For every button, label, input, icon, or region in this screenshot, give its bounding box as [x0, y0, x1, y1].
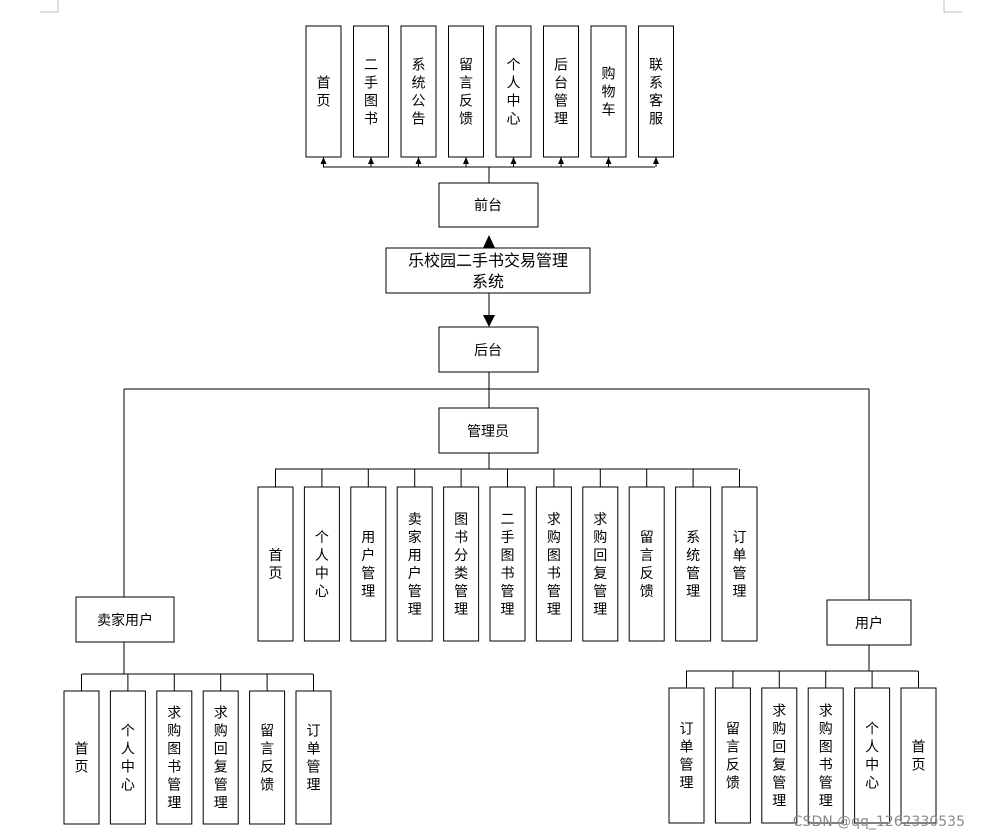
- user-item-label: 订单管理: [680, 722, 694, 792]
- user-item-box: [900, 687, 937, 824]
- frontend-item-label: 购物车: [602, 67, 616, 119]
- frontend-item-label: 留言反馈: [459, 58, 473, 128]
- frontend-items: 首页 二手图书 系统公告 留言反馈 个人中心 后台管理 购物车 联系客服: [305, 25, 674, 167]
- admin-item-box: [257, 486, 294, 642]
- admin-item-label: 卖家用户管理: [408, 512, 422, 618]
- admin-item-label: 首页: [269, 548, 283, 582]
- system-title-line1: 乐校园二手书交易管理: [408, 251, 568, 270]
- arrow-up-to-frontend-icon: [483, 235, 495, 248]
- system-title-line2: 系统: [472, 272, 504, 291]
- admin-item-label: 用户管理: [361, 530, 375, 600]
- seller-label: 卖家用户: [97, 612, 153, 629]
- user-item-box: [714, 687, 751, 824]
- admin-item-box: [628, 486, 665, 642]
- backend-node: 后台: [438, 326, 539, 373]
- frontend-item-label: 后台管理: [554, 58, 568, 128]
- admin-item-label: 个人中心: [315, 530, 329, 600]
- frontend-label: 前台: [474, 197, 502, 214]
- admin-item-label: 留言反馈: [640, 530, 654, 600]
- seller-item-label: 首页: [75, 742, 89, 776]
- page-corner-marks: [40, 0, 962, 13]
- user-items: 订单管理 留言反馈 求购回复管理 求购图书管理 个人中心 首页: [668, 671, 937, 824]
- seller-item-label: 求购图书管理: [167, 706, 181, 812]
- system-node: 乐校园二手书交易管理 系统: [385, 247, 591, 294]
- arrow-up-icon: [463, 157, 469, 164]
- seller-item-label: 订单管理: [307, 724, 321, 794]
- admin-label: 管理员: [467, 424, 509, 440]
- user-item-box: [761, 687, 798, 824]
- seller-item-box: [156, 690, 193, 825]
- user-item-label: 首页: [912, 740, 926, 774]
- user-item-label: 求购图书管理: [819, 704, 833, 810]
- admin-item-label: 系统管理: [686, 530, 700, 600]
- admin-item-box: [721, 486, 758, 642]
- user-item-label: 个人中心: [865, 722, 879, 792]
- backend-label: 后台: [474, 343, 502, 359]
- frontend-item-box: [638, 25, 674, 158]
- seller-item-box: [202, 690, 239, 825]
- admin-items: 首页 个人中心 用户管理 卖家用户管理 图书分类管理 二手图书管理 求购图书管理 求购回复管理…: [257, 469, 758, 642]
- frontend-item-box: [495, 25, 532, 158]
- user-item-label: 求购回复管理: [772, 704, 786, 810]
- arrow-up-icon: [558, 157, 564, 164]
- watermark: CSDN @qq_1262330535: [793, 814, 965, 830]
- admin-item-label: 求购回复管理: [593, 512, 607, 618]
- arrow-up-icon: [415, 157, 422, 164]
- frontend-item-label: 个人中心: [507, 58, 521, 128]
- arrow-up-icon: [605, 157, 612, 164]
- connectors: [82, 166, 918, 675]
- user-item-box: [668, 687, 705, 824]
- arrow-down-to-backend-icon: [483, 315, 495, 327]
- admin-item-label: 订单管理: [733, 530, 747, 600]
- seller-item-box: [249, 690, 286, 825]
- seller-item-box: [63, 690, 100, 825]
- frontend-item-box: [448, 25, 484, 158]
- user-label: 用户: [855, 615, 883, 632]
- admin-item-box: [350, 486, 387, 642]
- admin-item-box: [443, 486, 480, 642]
- admin-item-box: [582, 486, 619, 642]
- frontend-item-label: 二手图书: [364, 58, 378, 128]
- user-item-box: [854, 687, 891, 824]
- admin-item-label: 图书分类管理: [454, 512, 468, 618]
- frontend-item-box: [305, 25, 342, 158]
- frontend-item-box: [590, 25, 627, 158]
- arrow-up-icon: [510, 157, 517, 164]
- seller-item-label: 留言反馈: [260, 724, 274, 794]
- admin-item-box: [535, 486, 572, 642]
- user-item-box: [807, 687, 844, 824]
- admin-item-label: 求购图书管理: [547, 512, 561, 618]
- admin-item-box: [303, 486, 340, 642]
- admin-node: 管理员: [438, 407, 539, 454]
- seller-items: 首页 个人中心 求购图书管理 求购回复管理 留言反馈 订单管理: [63, 674, 332, 825]
- frontend-item-label: 系统公告: [412, 58, 426, 128]
- user-node: 用户: [826, 599, 912, 646]
- arrow-up-icon: [320, 157, 327, 164]
- main-arrows: [483, 235, 495, 327]
- frontend-item-box: [400, 25, 437, 158]
- admin-item-box: [489, 486, 526, 642]
- seller-item-box: [295, 690, 332, 825]
- frontend-item-box: [543, 25, 579, 158]
- admin-item-box: [396, 486, 433, 642]
- admin-item-box: [675, 486, 712, 642]
- seller-item-label: 个人中心: [121, 724, 135, 794]
- frontend-item-box: [353, 25, 389, 158]
- admin-item-label: 二手图书管理: [501, 512, 515, 618]
- frontend-item-label: 首页: [317, 76, 331, 110]
- frontend-node: 前台: [438, 182, 539, 228]
- arrow-up-icon: [653, 157, 659, 164]
- arrow-up-icon: [368, 157, 374, 164]
- seller-node: 卖家用户: [75, 596, 175, 643]
- user-item-label: 留言反馈: [726, 722, 740, 792]
- seller-item-label: 求购回复管理: [214, 706, 228, 812]
- seller-item-box: [109, 690, 146, 825]
- frontend-item-label: 联系客服: [649, 58, 663, 128]
